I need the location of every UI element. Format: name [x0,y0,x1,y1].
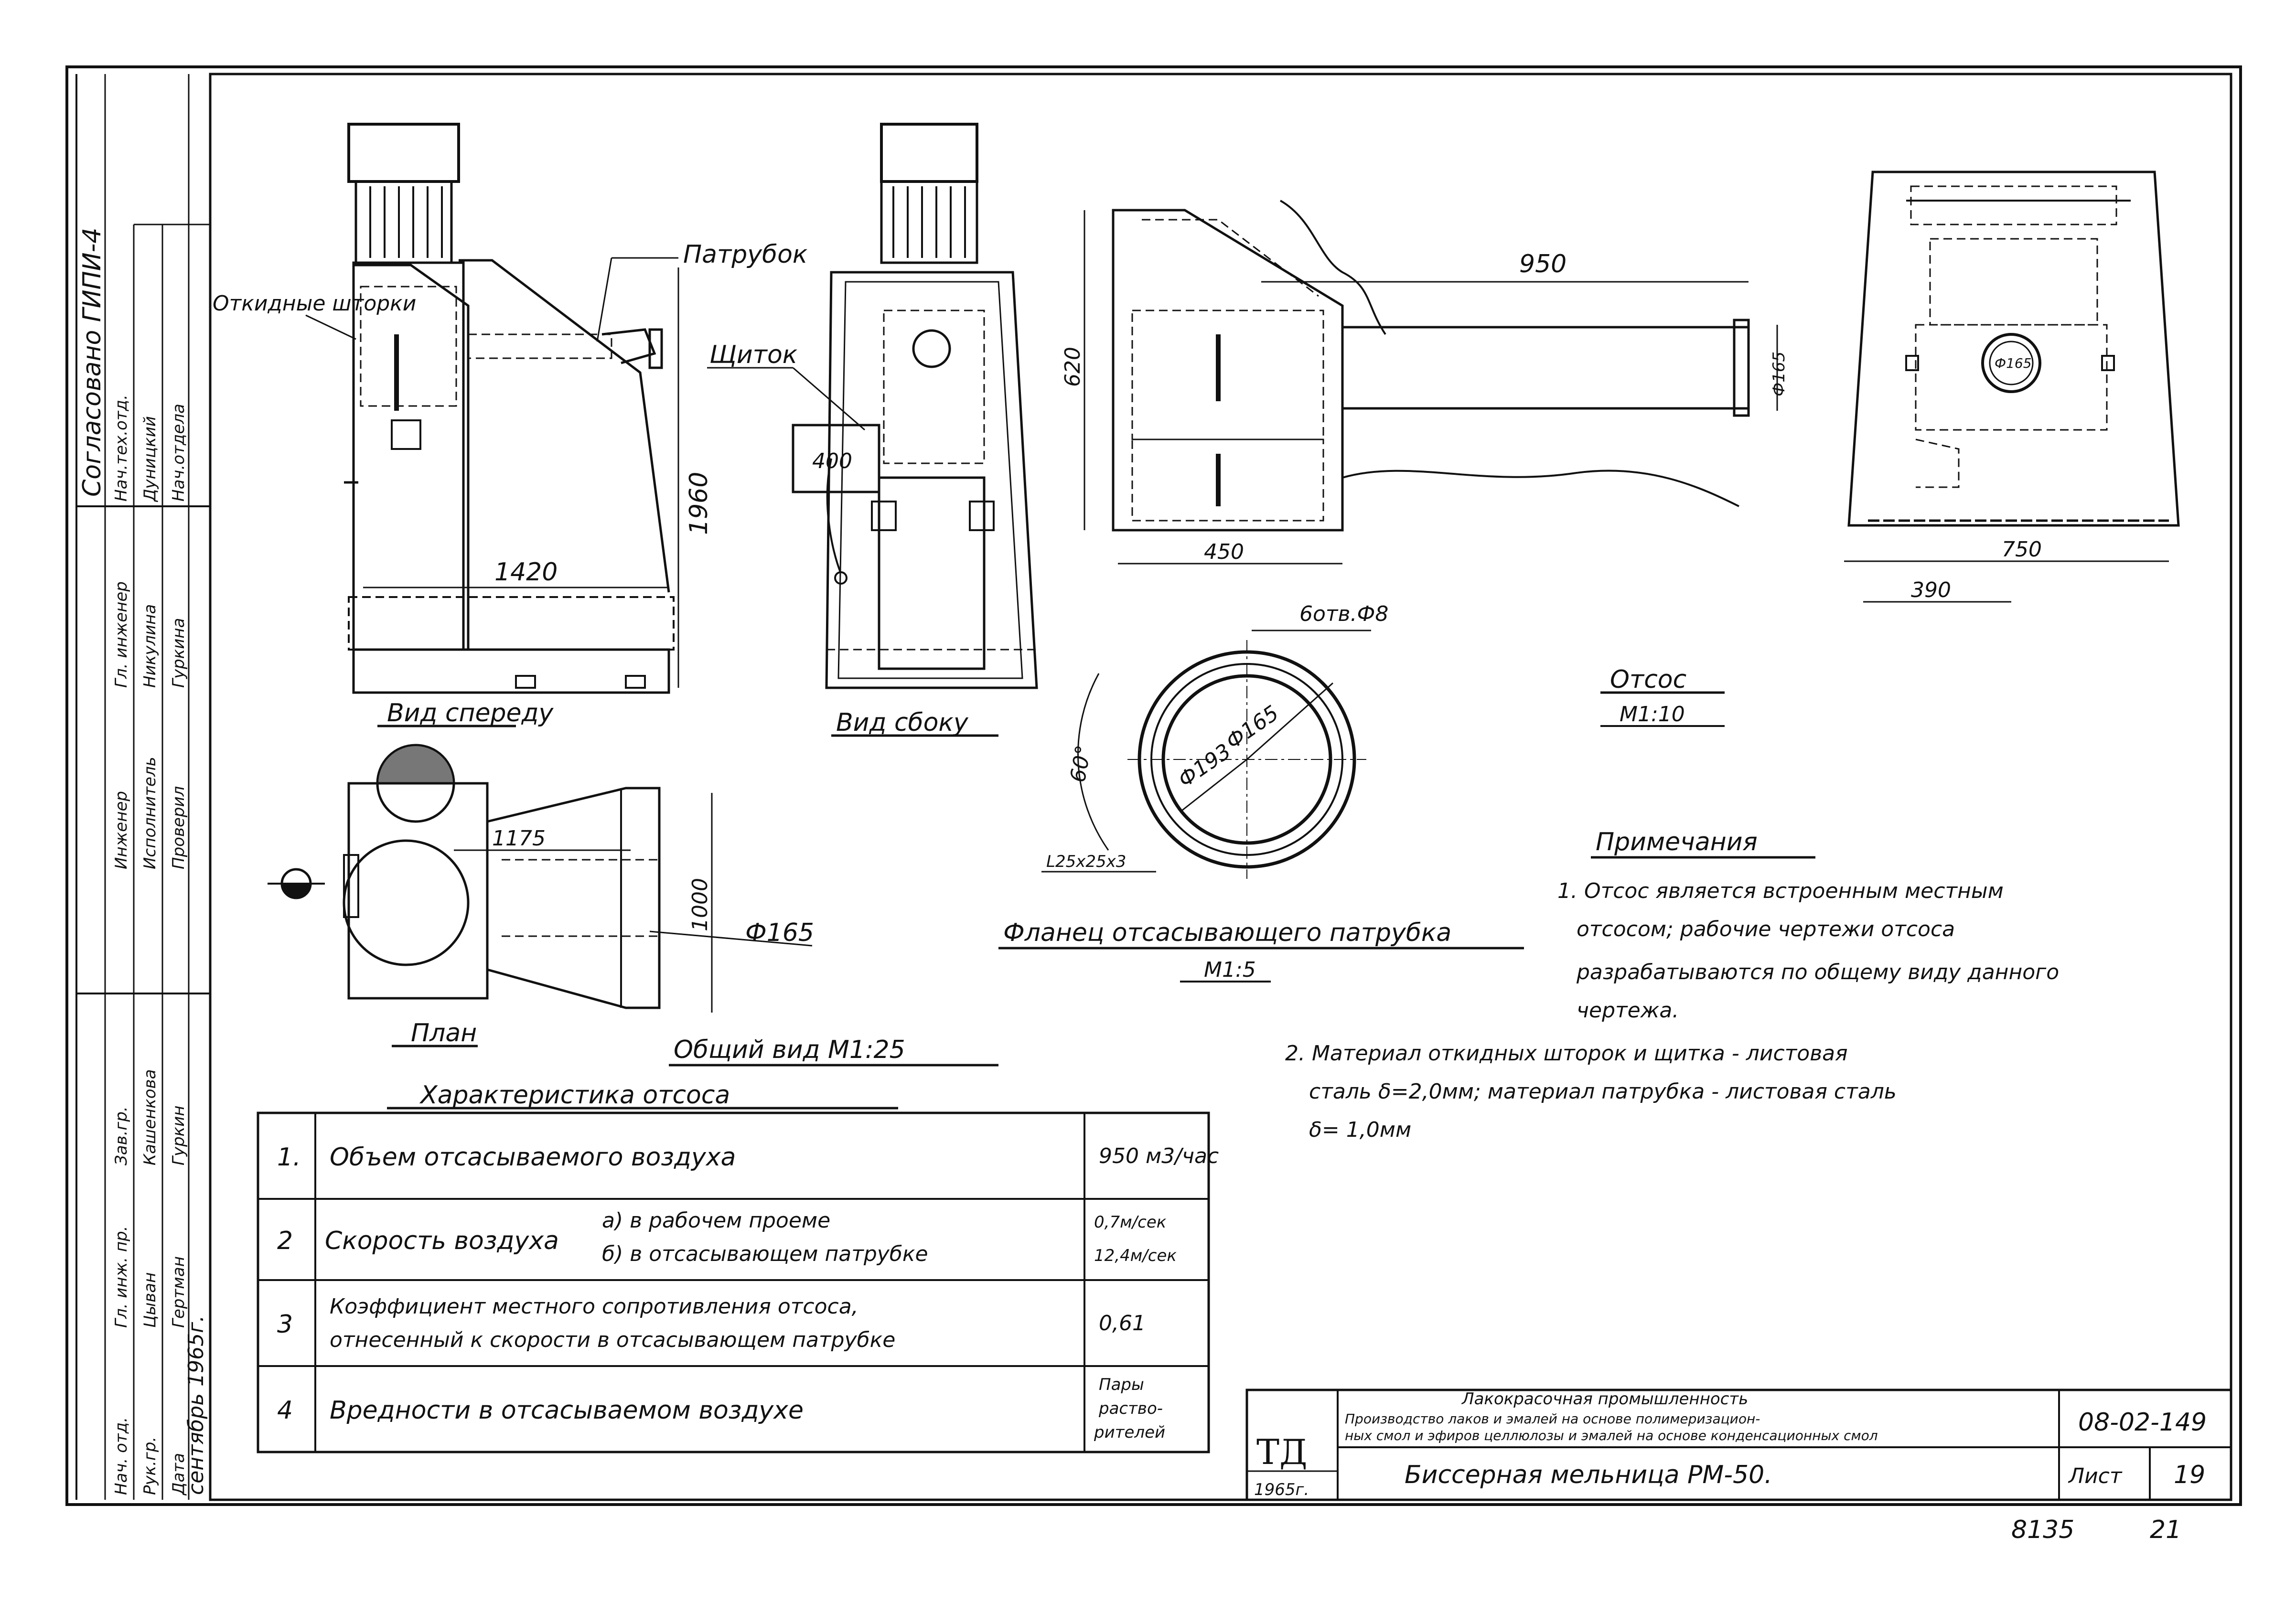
side-stamp-cell: Нач.отдела [169,404,188,502]
dim-flange-holes: 6отв.Ф8 [1299,602,1388,626]
dim-suction-d165: Ф165 [1770,352,1789,396]
dim-flange-section: L25x25x3 [1046,852,1126,871]
flange-title: Фланец отсасывающего патрубка [1003,918,1451,947]
table-row-num: 2 [277,1227,293,1255]
flange-view: Ф165 Ф193 60° 6отв.Ф8 L25x25x3 Фланец от… [998,602,1524,983]
table-row-value: 950 м3/час [1099,1144,1219,1168]
view-side-label: Вид сбоку [836,708,969,737]
dim-plan-1000: 1000 [688,878,712,931]
callout-shield: Щиток [709,341,798,369]
side-view: Щиток 400 Вид сбоку [707,123,1038,737]
dim-back-750: 750 [2002,537,2042,562]
suction-back-view: Ф165 750 390 [1844,171,2180,603]
title-production: Производство лаков и эмалей на основе по… [1345,1411,1878,1443]
table-row-value: 0,61 [1099,1311,1146,1335]
side-stamp-cell: Проверил [169,786,188,869]
side-stamp-cell: Инженер [112,791,131,869]
plan-view: 1175 1000 Ф165 План Общий вид М1:25 [268,744,998,1067]
table-row-name: Объем отсасываемого воздуха [330,1143,736,1172]
table-row-value: 0,7м/сек [1094,1213,1167,1232]
table-row-name: Скорость воздуха [325,1227,559,1255]
side-stamp-cell: Нач. отд. [112,1417,131,1495]
side-stamp-cell: Кашенкова [140,1069,160,1165]
dim-back-390: 390 [1911,578,1951,602]
table-row-sub: б) в отсасывающем патрубке [602,1242,928,1266]
dim-front-height: 1960 [685,472,713,535]
side-stamp-cell: Гуркина [169,618,188,688]
dim-plan-1175: 1175 [492,826,546,851]
dim-side-400: 400 [812,449,852,473]
dim-back-d165: Ф165 [1995,355,2032,371]
side-stamp-cell: Зав.гр. [112,1106,131,1165]
dim-suction-450: 450 [1204,540,1244,564]
side-stamp-cell: Нач.тех.отд. [112,395,131,502]
dim-flange-d165: Ф165 [1222,701,1283,754]
footer-page: 21 [2150,1516,2181,1544]
side-stamp-approved: Согласовано ГИПИ-4 [78,227,107,497]
title-industry: Лакокрасочная промышленность [1461,1389,1748,1409]
table-row-name: отнесенный к скорости в отсасывающем пат… [330,1328,895,1352]
inner-frame [209,73,2232,1501]
side-stamp-date: сентябрь 1965г. [184,1315,208,1495]
side-stamp-cell: Рук.гр. [140,1437,160,1495]
title-drawing: Биссерная мельница РМ-50. [1405,1461,1772,1489]
table-row-num: 4 [277,1396,293,1425]
title-block: ТД 1965г. Лакокрасочная промышленность П… [1245,1388,2232,1501]
dim-front-width: 1420 [494,558,558,587]
table-row-value: 12,4м/сек [1094,1246,1177,1265]
title-sheet-label: Лист [2068,1464,2123,1488]
callout-nozzle: Патрубок [683,240,808,269]
side-stamp-cell: Никулина [140,604,160,688]
notes: Примечания 1. Отсос является встроенным … [1285,828,2066,1142]
side-stamp-cell: Гл. инженер [112,581,131,688]
table-row-name: Вредности в отсасываемом воздухе [330,1396,804,1425]
view-plan-label: План [411,1019,477,1047]
table-row-num: 3 [277,1310,293,1339]
side-stamp-cell: Гл. инж. пр. [112,1226,131,1328]
dim-flange-d193: Ф193 [1174,739,1235,792]
footer-number: 8135 [2011,1516,2074,1544]
side-stamp-cell: Цыван [140,1272,160,1328]
side-stamp-cell: Гуркин [169,1105,188,1165]
table-row-num: 1. [277,1143,301,1172]
table-row-name: Коэффициент местного сопротивления отсос… [330,1294,858,1319]
dim-suction-950: 950 [1519,250,1566,278]
side-stamp-cell: Исполнитель [140,757,160,869]
suction-side-view: 950 620 450 Ф165 [1061,200,1789,565]
dim-plan-d165: Ф165 [745,918,814,947]
side-stamp: Согласовано ГИПИ-4 сентябрь 1965г. Нач.т… [75,74,210,1500]
table-row-value: раство- [1098,1399,1163,1418]
note-1: 1. Отсос является встроенным местным отс… [1557,879,2066,1023]
title-sheet: 19 [2174,1461,2205,1489]
table-row-value: рителей [1094,1423,1165,1442]
dim-suction-620: 620 [1061,347,1085,387]
note-2: 2. Материал откидных шторок и щитка - ли… [1285,1041,1903,1142]
table-title: Характеристика отсоса [419,1081,730,1110]
table-row-sub: а) в рабочем проеме [602,1208,830,1233]
suction-title: Отсос [1610,665,1686,694]
view-front-label: Вид спереду [387,699,554,727]
side-stamp-cell: Гертман [169,1256,188,1328]
title-year: 1965г. [1254,1480,1309,1499]
flange-scale: М1:5 [1204,958,1256,982]
view-general-label: Общий вид М1:25 [674,1036,905,1064]
callout-flaps: Откидные шторки [213,291,416,316]
characteristics-table: Характеристика отсоса 1. Объем отсасываем… [257,1081,1219,1453]
outer-frame [65,65,2242,1506]
dim-flange-angle: 60° [1066,743,1096,784]
table-row-value: Пары [1099,1375,1144,1394]
side-stamp-cell: Дуницкий [140,416,160,502]
side-stamp-cell: Дата [169,1453,188,1496]
suction-scale: М1:10 [1620,702,1685,726]
notes-title: Примечания [1596,828,1758,856]
title-code: 08-02-149 [2078,1408,2207,1437]
title-td: ТД [1256,1432,1308,1472]
front-view: Откидные шторки Патрубок 1420 1960 Вид с… [213,123,808,727]
